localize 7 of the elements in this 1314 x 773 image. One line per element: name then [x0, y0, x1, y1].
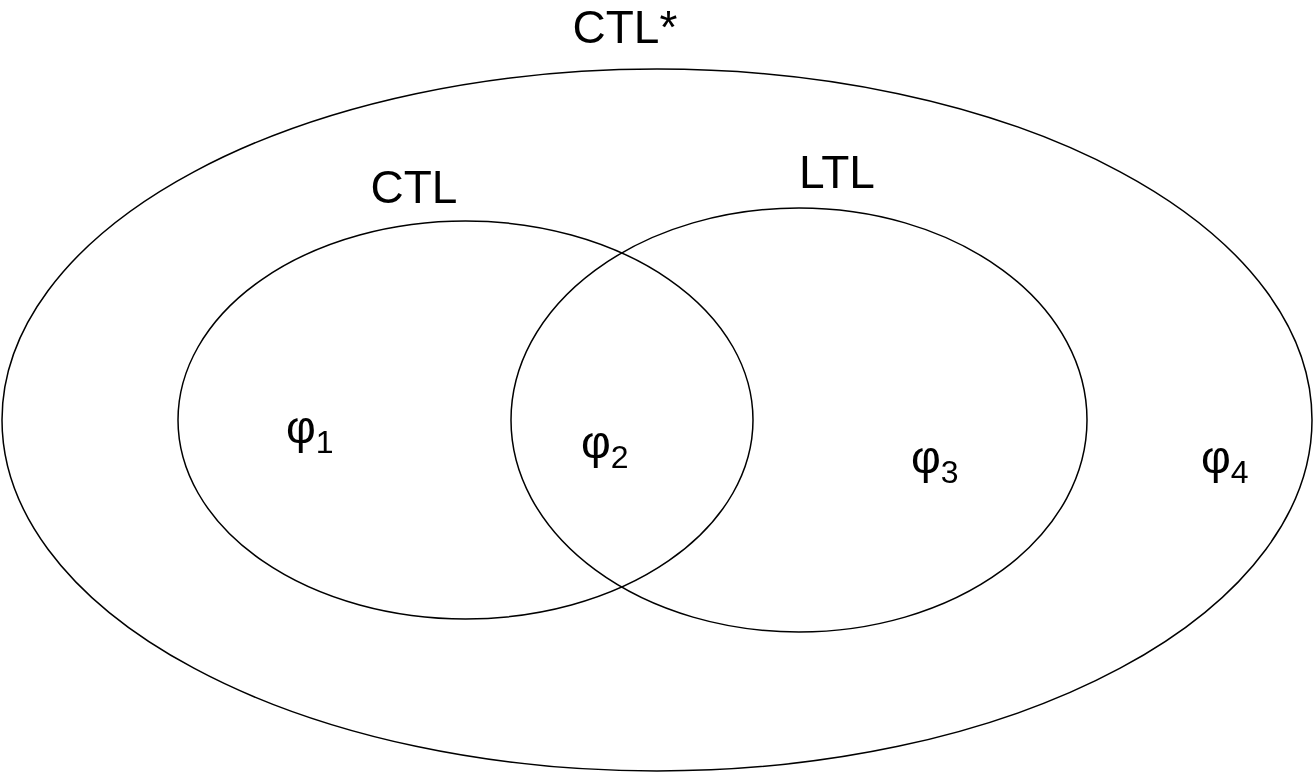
element-label: φ$_{1}$	[286, 400, 334, 454]
set-name: CTL*	[572, 0, 678, 54]
set-name: CTL	[370, 160, 458, 214]
set-name: LTL	[799, 145, 875, 199]
element-label: φ$_{3}$	[911, 430, 959, 484]
element-label: φ$_{2}$	[581, 415, 629, 469]
element-label: φ$_{4}$	[1201, 430, 1249, 484]
